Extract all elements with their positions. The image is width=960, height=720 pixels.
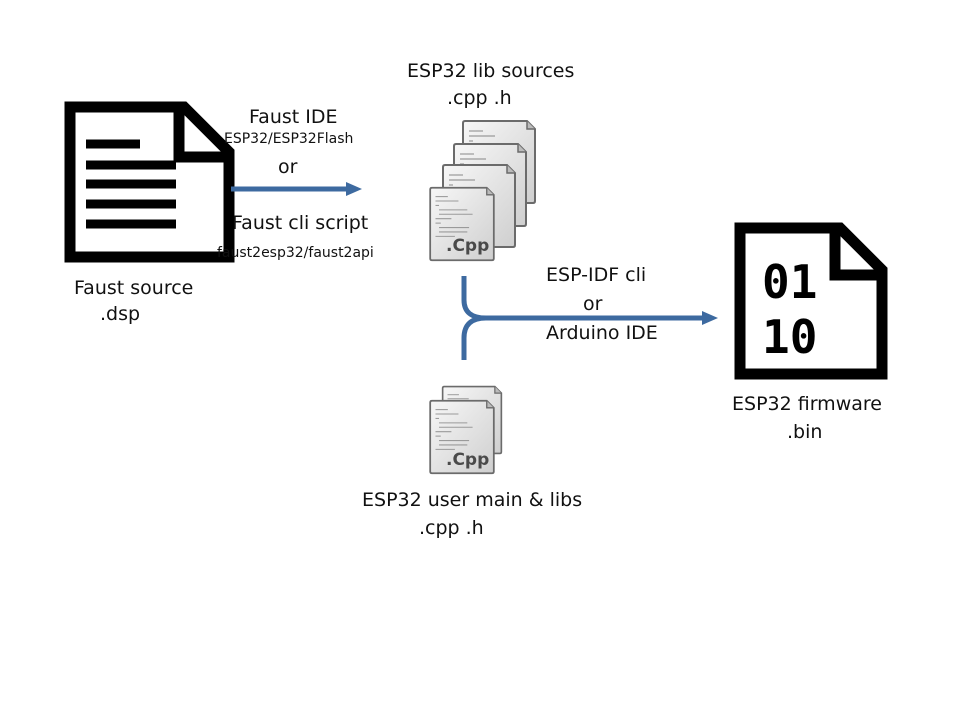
faust-source-label: Faust source	[74, 277, 194, 299]
build-arrow-or: or	[583, 293, 603, 315]
faust-to-lib-arrow	[231, 182, 362, 196]
faust-cli-label: Faust cli script	[232, 212, 369, 234]
faust-ide-label: Faust IDE	[249, 106, 338, 128]
faust-source-document-icon	[64, 101, 235, 263]
firmware-binary-icon: 01 10	[734, 222, 888, 380]
lib-sources-cpp-icon: .Cpp	[429, 120, 536, 262]
firmware-ext: .bin	[787, 421, 823, 443]
esp-idf-cli-label: ESP-IDF cli	[546, 264, 647, 286]
user-main-label: ESP32 user main & libs	[362, 489, 583, 511]
faust-source-ext: .dsp	[100, 303, 141, 325]
svg-text:.Cpp: .Cpp	[446, 236, 489, 256]
arduino-ide-label: Arduino IDE	[546, 322, 658, 344]
faust-cli-command: faust2esp32/faust2api	[217, 245, 374, 261]
user-main-ext: .cpp .h	[419, 517, 484, 539]
lib-sources-ext: .cpp .h	[447, 87, 512, 109]
build-merge-arrow	[461, 276, 718, 360]
lib-sources-label: ESP32 lib sources	[407, 60, 575, 82]
firmware-label: ESP32 firmware	[732, 393, 882, 415]
firmware-digits-top: 01	[762, 255, 817, 309]
arrow-top-or: or	[278, 156, 298, 178]
user-main-cpp-icon: .Cpp	[429, 385, 503, 475]
svg-text:.Cpp: .Cpp	[446, 450, 489, 470]
firmware-digits-bottom: 10	[762, 310, 817, 364]
faust-ide-path: ESP32/ESP32Flash	[224, 131, 354, 147]
